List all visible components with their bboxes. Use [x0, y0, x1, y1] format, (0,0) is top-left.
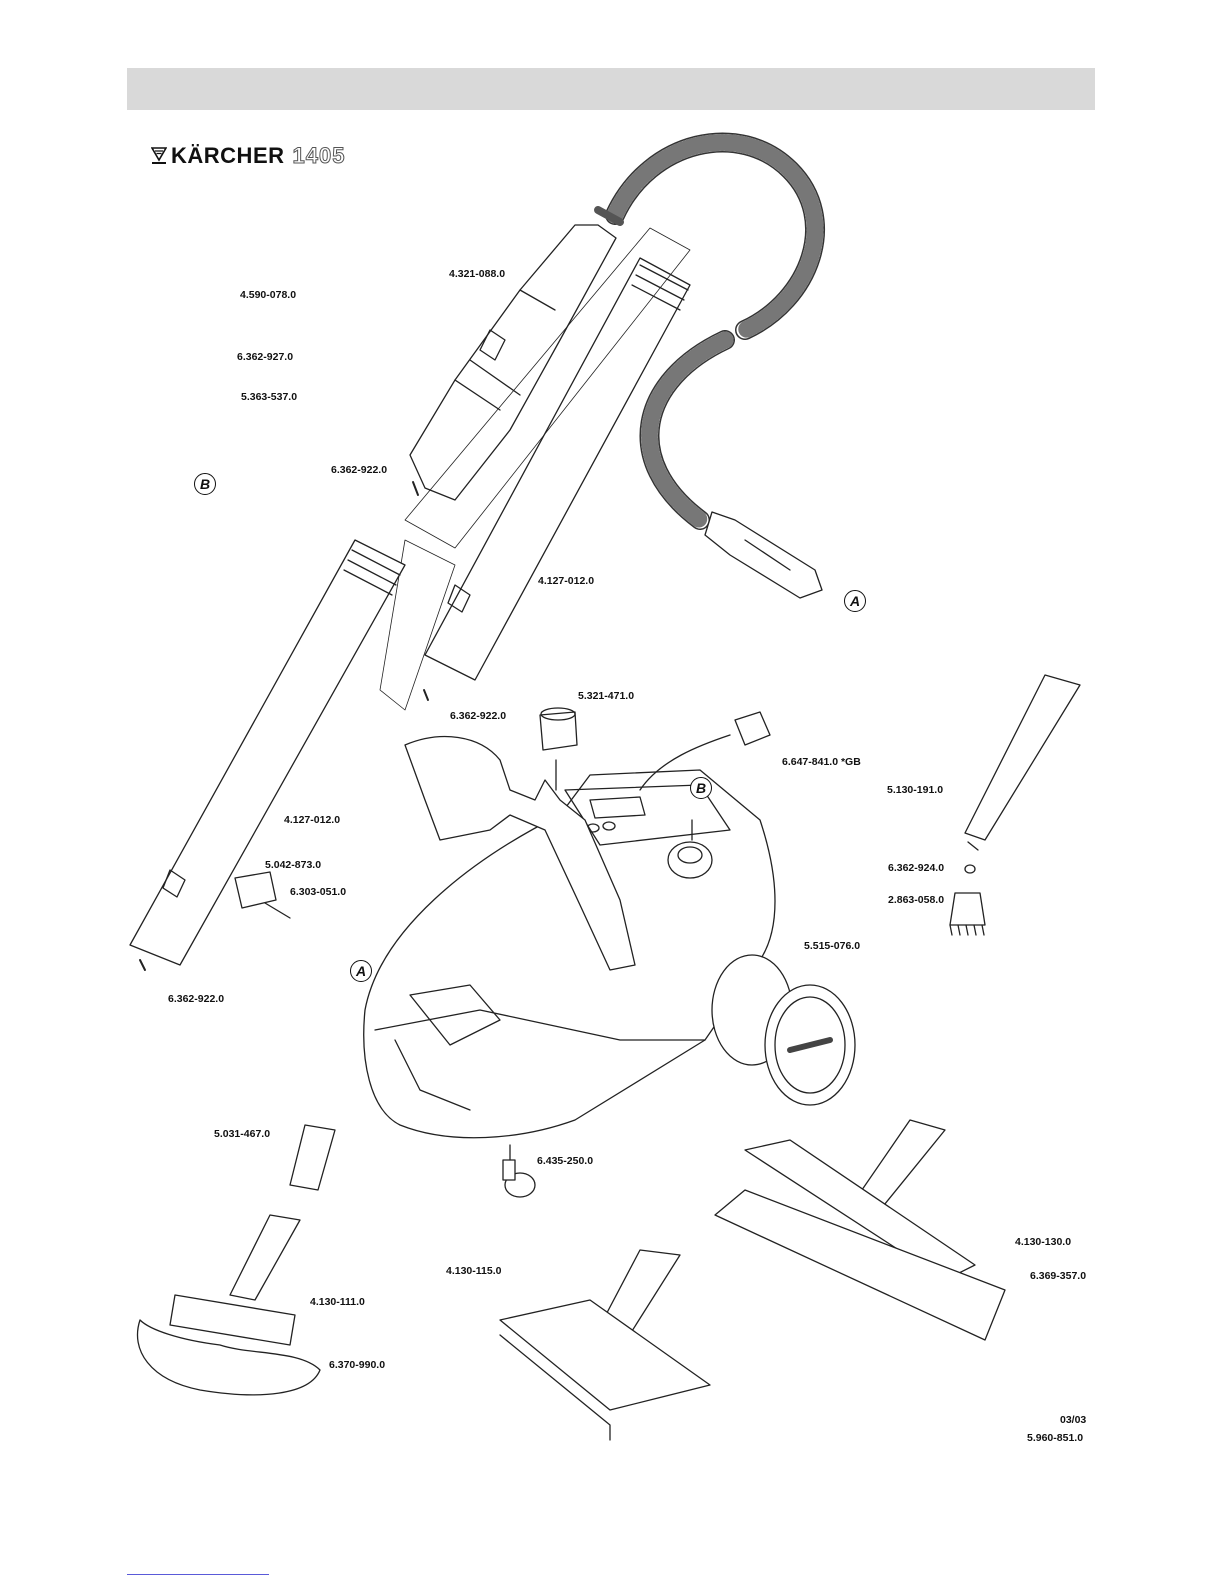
part-label: 5.130-191.0: [887, 784, 944, 796]
part-label: 4.127-012.0: [538, 575, 595, 587]
steam-gun-handle: [409, 224, 617, 501]
model-number: 1405: [292, 143, 346, 169]
karcher-v-icon: [151, 147, 167, 164]
callout-b: B: [194, 473, 216, 495]
part-label: 6.362-924.0: [888, 862, 945, 874]
part-label: 4.130-115.0: [446, 1265, 502, 1277]
window-squeegee-blade: [289, 1124, 336, 1191]
part-label: 6.362-922.0: [168, 993, 225, 1005]
part-label: 6.303-051.0: [290, 886, 347, 898]
hand-nozzle-cloth: [136, 1319, 321, 1396]
callout-b: B: [690, 777, 712, 799]
tank-cap: [539, 711, 578, 751]
callout-a: A: [350, 960, 372, 982]
part-label: 5.031-467.0: [214, 1128, 271, 1140]
extension-tube-lower: [129, 539, 406, 966]
tube-clip: [234, 871, 277, 909]
part-label: 6.362-922.0: [331, 464, 388, 476]
part-label: 6.362-927.0: [237, 351, 294, 363]
footer-link-underline: [127, 1574, 269, 1575]
part-label: 6.362-922.0: [450, 710, 507, 722]
accessory-lid: [404, 735, 636, 971]
part-label: 2.863-058.0: [888, 894, 945, 906]
hose-connector: [704, 511, 823, 599]
part-label: 5.515-076.0: [804, 940, 861, 952]
part-label: 4.321-088.0: [449, 268, 506, 280]
part-label: 4.130-130.0: [1015, 1236, 1072, 1248]
part-label: 6.369-357.0: [1030, 1270, 1087, 1282]
part-label: 5.363-537.0: [241, 391, 298, 403]
detail-nozzle: [964, 674, 1081, 841]
power-cord: [639, 734, 731, 791]
callout-a: A: [844, 590, 866, 612]
part-label: 4.590-078.0: [240, 289, 297, 301]
part-label: 4.130-111.0: [310, 1296, 365, 1308]
part-label: 4.127-012.0: [284, 814, 341, 826]
brand-name: KÄRCHER: [171, 143, 285, 168]
part-label: 6.647-841.0 *GB: [782, 756, 861, 768]
header-bar: [127, 68, 1095, 110]
footer-doc-number: 5.960-851.0: [1027, 1432, 1084, 1444]
hand-nozzle: [229, 1214, 301, 1301]
part-label: 5.321-471.0: [578, 690, 635, 702]
round-brush: [949, 892, 986, 926]
power-plug: [734, 711, 771, 746]
part-label: 5.042-873.0: [265, 859, 322, 871]
part-label: 6.435-250.0: [537, 1155, 594, 1167]
brand-logo: KÄRCHER 1405: [151, 142, 345, 170]
part-label: 6.370-990.0: [329, 1359, 386, 1371]
footer-date: 03/03: [1060, 1414, 1087, 1426]
extension-tube-upper: [424, 257, 691, 681]
floor-cloth: [714, 1189, 1006, 1341]
